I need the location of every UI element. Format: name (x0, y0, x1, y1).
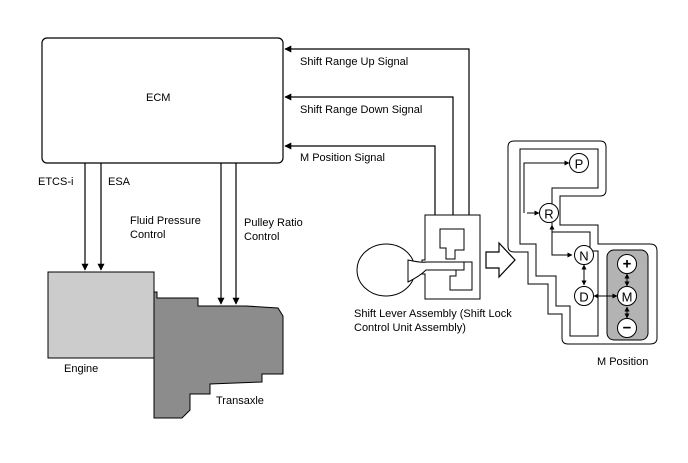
engine-drawing (47, 271, 155, 359)
output-lines (81, 163, 240, 305)
gate-position-m: M (622, 290, 633, 305)
gate-position-plus: + (623, 256, 632, 273)
shift-lever-drawing (356, 214, 481, 300)
gate-position-n: N (579, 249, 588, 264)
gate-arrows (523, 160, 630, 319)
pulley-ratio-label-line2: Control (244, 231, 280, 243)
pulley-ratio-label-line1: Pulley Ratio (244, 217, 303, 229)
m-position-caption: M Position (597, 356, 649, 368)
fluid-pressure-label-line2: Control (130, 229, 166, 241)
shift-lever-label-line1: Shift Lever Assembly (Shift Lock (354, 308, 512, 320)
gate-position-r: R (544, 207, 553, 222)
shift-lever-label-line2: Control Unit Assembly) (354, 322, 466, 334)
transaxle-drawing (153, 291, 284, 419)
direction-arrow-icon (485, 241, 516, 279)
gate-position-d: D (579, 290, 588, 305)
shift-range-down-signal-label: Shift Range Down Signal (300, 104, 423, 116)
esa-label: ESA (108, 176, 131, 188)
m-position-signal-label: M Position Signal (300, 152, 385, 164)
shift-range-up-signal-label: Shift Range Up Signal (300, 56, 409, 68)
gate-circles (539, 153, 637, 338)
m-position-signal-line (284, 142, 436, 215)
ecm-box (41, 37, 284, 164)
transaxle-label: Transaxle (216, 395, 264, 407)
signal-lines (284, 45, 470, 215)
ecm-label: ECM (146, 92, 171, 104)
engine-label: Engine (64, 363, 99, 375)
gate-position-minus: − (623, 320, 632, 337)
fluid-pressure-label-line1: Fluid Pressure (130, 215, 201, 227)
shift-up-signal-line (284, 45, 470, 215)
shift-down-signal-line (284, 93, 454, 215)
etcs-label: ETCS-i (38, 176, 74, 188)
gate-position-p: P (575, 157, 584, 172)
